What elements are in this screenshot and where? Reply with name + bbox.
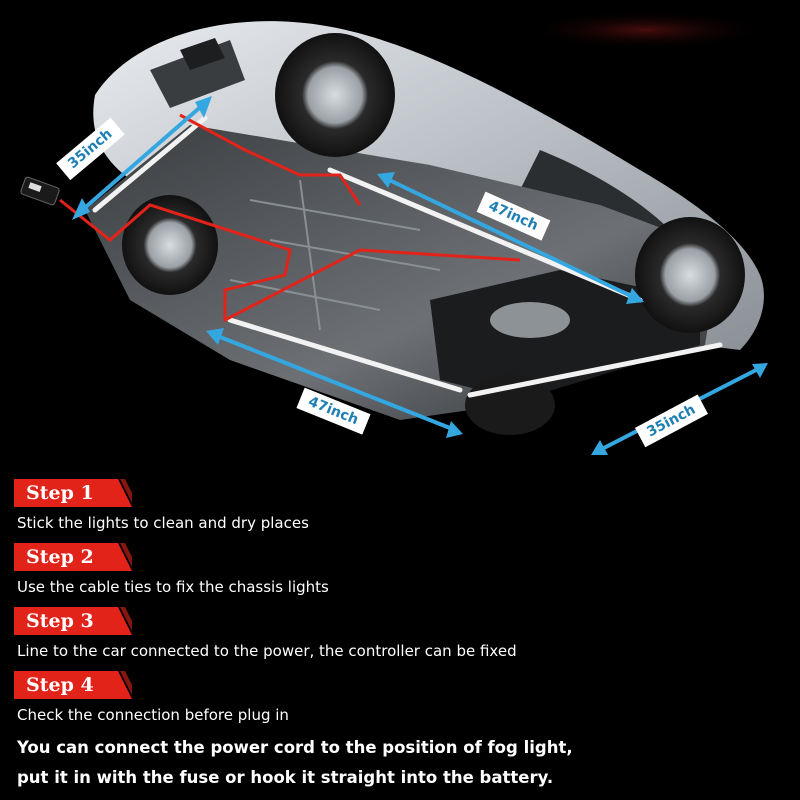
step-1-badge: Step 1 xyxy=(14,479,132,507)
step-2-badge: Step 2 xyxy=(14,543,132,571)
note-line-2: put it in with the fuse or hook it strai… xyxy=(17,768,554,787)
engine-component xyxy=(490,302,570,338)
controller-box-icon xyxy=(20,176,60,206)
led-strips xyxy=(92,115,723,398)
car-underbody-illustration xyxy=(20,10,770,455)
step-1-text: Stick the lights to clean and dry places xyxy=(17,514,309,532)
step-3-text: Line to the car connected to the power, … xyxy=(17,642,517,660)
step-2-label: Step 2 xyxy=(26,546,94,568)
step-3-badge: Step 3 xyxy=(14,607,132,635)
background-glow xyxy=(520,10,770,50)
step-1-label: Step 1 xyxy=(26,482,94,504)
floor-grooves xyxy=(229,179,441,331)
red-wiring xyxy=(59,198,521,323)
step-4-badge: Step 4 xyxy=(14,671,132,699)
step-4-text: Check the connection before plug in xyxy=(17,706,289,724)
dimension-arrows xyxy=(72,96,768,455)
step-3-label: Step 3 xyxy=(26,610,94,632)
note-line-1: You can connect the power cord to the po… xyxy=(17,738,573,757)
grille-opening xyxy=(180,38,225,70)
step-4-label: Step 4 xyxy=(26,674,94,696)
step-2-text: Use the cable ties to fix the chassis li… xyxy=(17,578,329,596)
red-wiring-2 xyxy=(179,113,362,206)
